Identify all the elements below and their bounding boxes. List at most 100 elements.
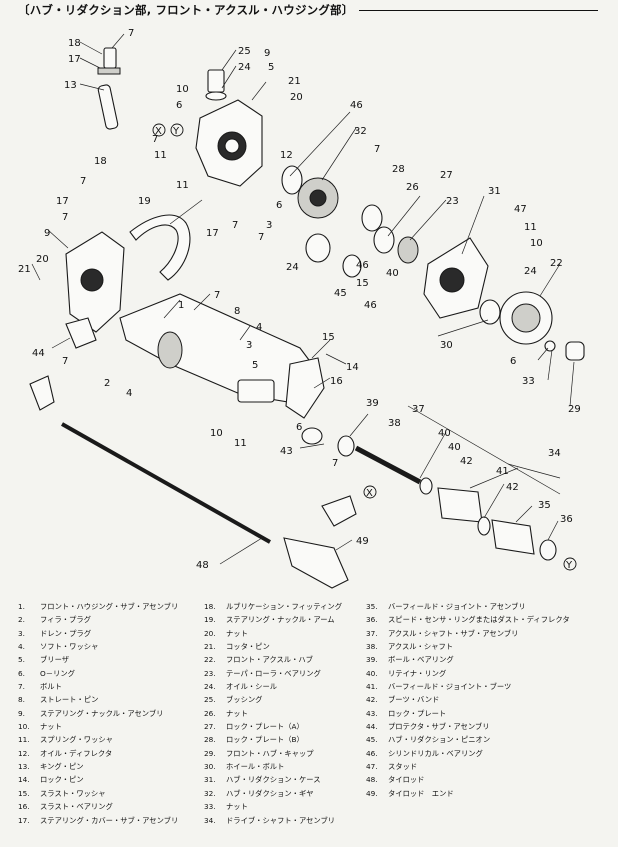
callout-20-left: 20 — [36, 254, 49, 265]
retainer-ring-shape — [419, 477, 433, 495]
legend-item: 25.ブッシング — [204, 693, 342, 706]
axle-shaft-shape — [354, 445, 422, 485]
legend-item-text: シリンドリカル・ベアリング — [388, 748, 483, 758]
marker-x-circle-top — [152, 123, 166, 137]
legend-item-number: 7. — [18, 682, 25, 692]
legend-item-text: ハブ・リダクション・ギヤ — [226, 788, 314, 798]
legend-item: 26. ナット — [204, 707, 342, 720]
callout-15: 15 — [322, 332, 335, 343]
callout-7-top: 7 — [128, 28, 134, 39]
callout-46-low: 46 — [364, 300, 377, 311]
callout-7-protector: 7 — [62, 356, 68, 367]
callout-18-top: 18 — [68, 38, 81, 49]
callout-28: 28 — [392, 164, 405, 175]
legend-item: 27.ロック・プレート（A） — [204, 720, 342, 733]
legend-item-text: フロント・ハブ・キャップ — [226, 748, 314, 758]
legend-item: 30.ホイール・ボルト — [204, 760, 342, 773]
legend-item-number: 49. — [366, 788, 378, 798]
legend-item-text: ナット — [226, 708, 248, 718]
callout-10-lower: 10 — [210, 428, 223, 439]
legend-item-text: キング・ピン — [40, 762, 84, 772]
bushing-shape — [207, 69, 225, 93]
callout-24-mid: 24 — [286, 262, 299, 273]
legend-item: 44.プロテクタ・サブ・アセンブリ — [366, 720, 570, 733]
legend-item-number: 39. — [366, 655, 378, 665]
legend-item: 43.ロック・プレート — [366, 707, 570, 720]
hub-cap-shape — [565, 341, 585, 361]
legend-item: 16.スラスト・ベアリング — [18, 800, 178, 813]
callout-48: 48 — [196, 560, 209, 571]
legend-item-text: ボール・ベアリング — [388, 655, 454, 665]
legend-item-text: オイル・シール — [226, 682, 278, 692]
callout-3-mid: 3 — [266, 220, 272, 231]
marker-y-top: Y — [172, 126, 180, 137]
front-housing-shape — [119, 293, 313, 405]
legend-item-text: オイル・ディフレクタ — [40, 748, 113, 758]
callout-43: 43 — [280, 446, 293, 457]
callout-11-low: 11 — [176, 180, 189, 191]
section-header: 〔ハブ・リダクション部, フロント・アクスル・ハウジング部〕 — [18, 2, 598, 18]
callout-31: 31 — [488, 186, 501, 197]
oil-seal-shape — [305, 233, 331, 263]
legend-item-number: 36. — [366, 615, 378, 625]
legend-item-number: 42. — [366, 695, 378, 705]
taper-bearing-shape — [397, 236, 419, 264]
tie-rod-shape — [61, 422, 271, 544]
thrust-washer-shape — [301, 427, 323, 445]
legend-item: 20.ナット — [204, 627, 342, 640]
legend-item-number: 17. — [18, 815, 30, 825]
legend-item-text: ブリーザ — [40, 655, 70, 665]
callout-44: 44 — [32, 348, 45, 359]
legend-item: 1.フロント・ハウジング・サブ・アセンブリ — [18, 600, 178, 613]
legend-item-text: ボルト — [40, 682, 62, 692]
legend-item-number: 40. — [366, 668, 378, 678]
legend-item: 4.ソフト・ワッシャ — [18, 640, 178, 653]
callout-11-mid: 11 — [154, 150, 167, 161]
callout-33: 33 — [522, 376, 535, 387]
legend-item: 33.ナット — [204, 800, 342, 813]
legend-item-number: 9. — [18, 708, 25, 718]
callout-42-b: 42 — [506, 482, 519, 493]
legend-item-text: ドレン・プラグ — [40, 628, 92, 638]
legend-item-text: O－リング — [40, 668, 75, 678]
callout-7-left: 7 — [80, 176, 86, 187]
legend-item: 5.ブリーザ — [18, 653, 178, 666]
lube-fitting-shape — [103, 47, 117, 69]
legend-item-number: 13. — [18, 762, 30, 772]
legend-item-number: 31. — [204, 775, 216, 785]
cover-upper-shape — [97, 67, 121, 75]
legend-item-text: スプリング・ワッシャ — [40, 735, 113, 745]
legend-item: 12.オイル・ディフレクタ — [18, 747, 178, 760]
legend-item: 15.スラスト・ワッシャ — [18, 787, 178, 800]
section-title: 〔ハブ・リダクション部, フロント・アクスル・ハウジング部〕 — [18, 3, 354, 17]
callout-19: 19 — [138, 196, 151, 207]
callout-11-right: 11 — [524, 222, 537, 233]
legend-item-number: 24. — [204, 682, 216, 692]
housing-bulge-shape — [157, 331, 183, 369]
legend-item-text: ナット — [40, 722, 62, 732]
leader-lines — [31, 33, 575, 565]
callout-40-mid: 40 — [386, 268, 399, 279]
legend-item-text: ロック・ピン — [40, 775, 84, 785]
callout-26: 26 — [406, 182, 419, 193]
legend-item-number: 15. — [18, 788, 30, 798]
housing-bracket-shape — [237, 379, 275, 403]
protector-shape — [65, 317, 97, 349]
housing-end-shape — [285, 357, 325, 419]
bracket-x-shape — [321, 495, 357, 527]
seal-top-shape — [205, 91, 227, 101]
callout-23: 23 — [446, 196, 459, 207]
legend-item-number: 47. — [366, 762, 378, 772]
legend-item-number: 11. — [18, 735, 30, 745]
legend-item: 6.O－リング — [18, 667, 178, 680]
legend-item-text: リテイナ・リング — [388, 668, 447, 678]
callout-6-mid: 6 — [276, 200, 282, 211]
legend-item-number: 21. — [204, 642, 216, 652]
legend-item-number: 26. — [204, 708, 216, 718]
boot-right-shape — [491, 519, 535, 555]
tie-rod-end-right-shape — [283, 537, 349, 589]
legend-item-text: ブッシング — [226, 695, 263, 705]
legend-item: 32.ハブ・リダクション・ギヤ — [204, 787, 342, 800]
callout-21-top: 21 — [288, 76, 301, 87]
callout-45: 45 — [334, 288, 347, 299]
